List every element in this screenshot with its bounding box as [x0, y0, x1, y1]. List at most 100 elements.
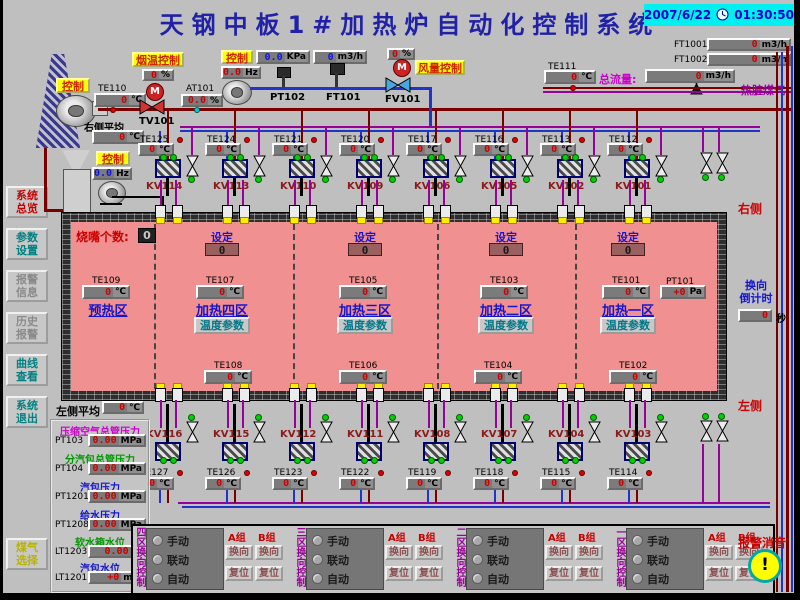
burner-nozzle-icon	[641, 388, 652, 402]
green-status-dot	[188, 176, 195, 183]
shutoff-valve-icon	[186, 155, 199, 177]
mode-indicator-手动[interactable]	[632, 535, 643, 546]
sidebar-item-gas-select[interactable]: 煤气 选择	[6, 538, 48, 570]
mode-label-联动: 联动	[167, 554, 189, 567]
te101-label: TE101	[612, 276, 641, 286]
sidebar-item-system-exit[interactable]: 系统 退出	[6, 396, 48, 428]
red-junction-dot	[110, 107, 116, 113]
burner-indicator	[490, 442, 516, 461]
green-status-dot	[505, 154, 512, 161]
reset-button-a[interactable]: 复位	[385, 566, 413, 581]
air-volume-control-button[interactable]: 风量控制	[415, 60, 465, 75]
pipe	[226, 490, 228, 503]
reset-button-b[interactable]: 复位	[415, 566, 443, 581]
datetime-display: 2007/6/22 01:30:50	[644, 4, 794, 26]
control-button-3[interactable]: 控制	[221, 50, 253, 64]
red-junction-dot	[378, 470, 384, 476]
reverse-button-a[interactable]: 换向	[705, 545, 733, 560]
mode-indicator-自动[interactable]	[632, 573, 643, 584]
temp-param-button-zone2[interactable]: 温度参数	[337, 317, 393, 334]
reset-button-a[interactable]: 复位	[705, 566, 733, 581]
kv103-label: KV103	[615, 429, 652, 440]
te127-label: TE127	[140, 468, 169, 478]
reverse-button-b[interactable]: 换向	[415, 545, 443, 560]
red-junction-dot	[445, 470, 451, 476]
pipe	[494, 490, 496, 503]
flame-tip-icon	[441, 217, 450, 224]
control-button-1[interactable]: 控制	[56, 78, 90, 93]
sidebar-item-param-setup[interactable]: 参数 设置	[6, 228, 48, 260]
te120-display: 0℃	[339, 143, 375, 156]
pipe	[160, 400, 162, 428]
mode-indicator-联动[interactable]	[152, 554, 163, 565]
pipe	[175, 180, 177, 205]
reset-button-b[interactable]: 复位	[255, 566, 283, 581]
green-status-dot	[361, 457, 368, 464]
burner-indicator	[356, 159, 382, 178]
set-value-zone1[interactable]: 0	[205, 243, 239, 257]
green-status-dot	[160, 457, 167, 464]
reverse-button-a[interactable]: 换向	[385, 545, 413, 560]
set-value-zone2[interactable]: 0	[348, 243, 382, 257]
sidebar-item-system-overview[interactable]: 系统 总览	[6, 186, 48, 218]
reverse-button-b[interactable]: 换向	[255, 545, 283, 560]
te113-display-value: 0	[542, 144, 560, 155]
mode-indicator-联动[interactable]	[472, 554, 483, 565]
pressure-row-title: 汽包压力	[80, 483, 120, 494]
sidebar-item-alarm-info[interactable]: 报警 信息	[6, 270, 48, 302]
burner-indicator	[222, 159, 248, 178]
temp-param-button-zone1[interactable]: 温度参数	[194, 317, 250, 334]
burner-indicator	[557, 442, 583, 461]
kv105-label: KV105	[481, 181, 518, 192]
te124-display-unit: ℃	[226, 144, 237, 155]
red-junction-dot	[311, 470, 317, 476]
ft1002-display-unit: m3/h	[761, 54, 787, 65]
mode-indicator-手动[interactable]	[312, 535, 323, 546]
reverse-button-b[interactable]: 换向	[575, 545, 603, 560]
burner-indicator	[289, 442, 315, 461]
tv101-motor-icon[interactable]: M	[146, 83, 164, 101]
sidebar-item-alarm-history[interactable]: 历史 报警	[6, 312, 48, 344]
mode-indicator-自动[interactable]	[472, 573, 483, 584]
green-status-dot	[428, 154, 435, 161]
sidebar-item-curve-view[interactable]: 曲线 查看	[6, 354, 48, 386]
temp-param-button-zone3[interactable]: 温度参数	[478, 317, 534, 334]
reset-button-a[interactable]: 复位	[225, 566, 253, 581]
kv108-label: KV108	[414, 429, 451, 440]
te126-display: 0℃	[205, 477, 241, 490]
reset-button-a[interactable]: 复位	[545, 566, 573, 581]
pipe	[227, 400, 229, 428]
reset-button-b[interactable]: 复位	[575, 566, 603, 581]
fv101-motor-icon[interactable]: M	[393, 59, 411, 77]
fv101-valve-icon[interactable]	[385, 77, 411, 93]
alarm-mute-button[interactable]: !	[748, 549, 782, 583]
control-button-2[interactable]: 控制	[96, 151, 130, 166]
red-junction-dot	[378, 137, 384, 143]
set-value-zone4[interactable]: 0	[611, 243, 645, 257]
tv101-valve-icon[interactable]	[139, 99, 165, 115]
te123-display-unit: ℃	[293, 478, 304, 489]
flame-tip-icon	[508, 217, 517, 224]
mode-indicator-手动[interactable]	[152, 535, 163, 546]
te118-label: TE118	[475, 468, 504, 478]
pipe	[300, 178, 303, 196]
green-status-dot	[718, 174, 725, 181]
pt101-label: PT101	[666, 277, 695, 287]
smoke-temp-control-button[interactable]: 烟温控制	[132, 52, 184, 67]
mode-indicator-自动[interactable]	[152, 573, 163, 584]
ft101-label: FT101	[326, 92, 361, 103]
burner-nozzle-icon	[172, 388, 183, 402]
temp-param-button-zone4[interactable]: 温度参数	[600, 317, 656, 334]
mode-indicator-手动[interactable]	[472, 535, 483, 546]
mode-indicator-自动[interactable]	[312, 573, 323, 584]
group-b-label: B组	[738, 533, 756, 544]
reverse-button-a[interactable]: 换向	[545, 545, 573, 560]
mode-indicator-联动[interactable]	[632, 554, 643, 565]
set-value-zone3[interactable]: 0	[489, 243, 523, 257]
pipe	[776, 52, 778, 592]
mode-indicator-联动[interactable]	[312, 554, 323, 565]
te105-display: 0℃	[339, 285, 387, 299]
te125-display-unit: ℃	[159, 144, 170, 155]
green-status-dot	[523, 176, 530, 183]
reverse-button-a[interactable]: 换向	[225, 545, 253, 560]
